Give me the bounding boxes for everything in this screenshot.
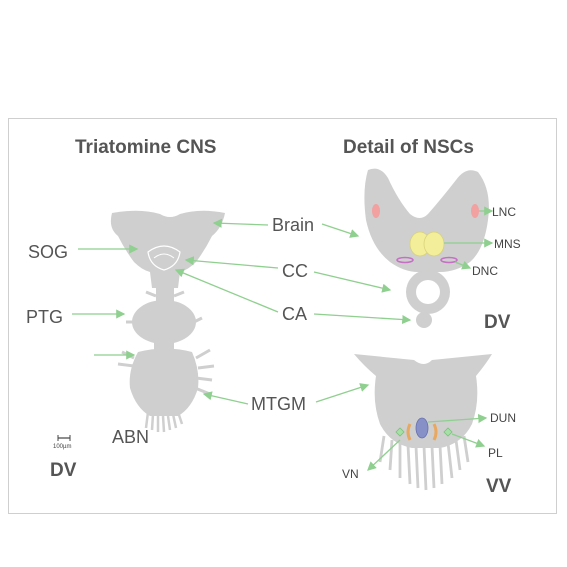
label-vn: VN <box>342 467 359 481</box>
view-right-dv: DV <box>484 312 511 333</box>
label-ptg: PTG <box>26 307 63 327</box>
arrow-mtgm-right <box>315 383 370 403</box>
scale-bar-label: 100µm <box>53 444 71 450</box>
pl-cell-left <box>395 427 405 437</box>
arrow-mtgm-left <box>202 391 249 405</box>
nsc-detail-ventral <box>354 354 492 491</box>
label-mtgm: MTGM <box>251 394 306 414</box>
label-mns: MNS <box>494 237 521 251</box>
arrow-ca-left <box>174 268 279 313</box>
view-right-vv: VV <box>486 476 512 497</box>
dnc-cell-right <box>440 256 458 264</box>
label-abn: ABN <box>112 427 149 447</box>
label-lnc: LNC <box>492 205 516 219</box>
arrow-dnc <box>454 260 472 270</box>
label-dnc: DNC <box>472 264 498 278</box>
arrow-brain-right <box>321 223 360 238</box>
lnc-cell-right <box>471 204 479 218</box>
dun-cell <box>415 417 429 439</box>
arrow-ca-right <box>313 313 412 325</box>
scale-bar: 100µm <box>53 435 71 450</box>
label-dun: DUN <box>490 411 516 425</box>
orange-cell-left <box>406 423 412 441</box>
arrow-cc-right <box>313 271 392 293</box>
dnc-cell-left <box>396 256 414 264</box>
nsc-detail-dorsal <box>364 168 489 328</box>
orange-cell-right <box>432 423 438 441</box>
label-cc: CC <box>282 261 308 281</box>
title-triatomine-cns: Triatomine CNS <box>75 137 216 158</box>
label-brain: Brain <box>272 215 314 235</box>
pl-cell-right <box>443 427 453 437</box>
title-detail-nscs: Detail of NSCs <box>343 137 474 158</box>
arrow-cc-left <box>184 256 279 269</box>
arrow-dun <box>427 413 488 424</box>
lnc-cell-left <box>372 204 380 218</box>
cns-body-dorsal <box>110 210 225 433</box>
mns-cluster-right <box>423 231 445 257</box>
arrow-pl <box>451 433 486 448</box>
view-left-dv: DV <box>50 460 77 481</box>
arrow-brain-left <box>212 218 269 228</box>
label-ca: CA <box>282 304 307 324</box>
arrow-vn <box>367 439 401 471</box>
label-sog: SOG <box>28 242 68 262</box>
label-pl: PL <box>488 446 503 460</box>
